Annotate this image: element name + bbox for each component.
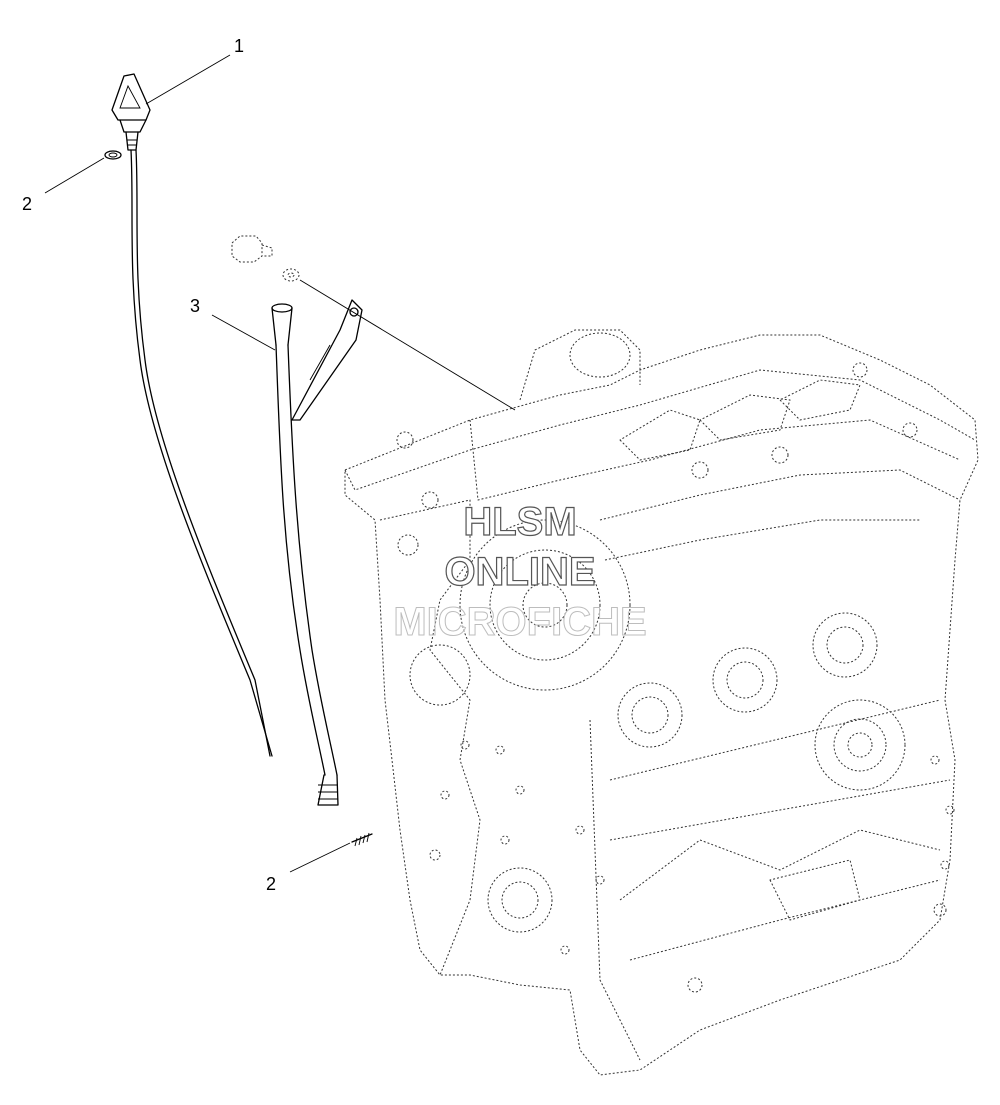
- o-ring-upper: [104, 150, 122, 160]
- watermark: HLSM ONLINE MICROFICHE: [393, 499, 647, 644]
- leader-line-2-lower: [289, 842, 351, 873]
- alignment-line: [299, 279, 516, 411]
- watermark-line-3: MICROFICHE: [393, 600, 646, 644]
- watermark-line-1: HLSM: [463, 500, 576, 544]
- callout-1: 1: [234, 36, 244, 56]
- dipstick-tube: [271, 299, 363, 806]
- leader-line-1: [145, 54, 231, 105]
- callout-2-lower: 2: [266, 874, 276, 894]
- bolt: [231, 235, 273, 263]
- washer: [282, 268, 300, 282]
- dipstick: [111, 73, 273, 757]
- callout-2-upper: 2: [22, 194, 32, 214]
- leader-line-2-upper: [44, 157, 105, 194]
- callout-3: 3: [190, 296, 200, 316]
- engine-block: [344, 329, 979, 1076]
- leader-line-3: [211, 314, 276, 351]
- watermark-line-2: ONLINE: [444, 550, 595, 594]
- o-ring-lower: [351, 832, 373, 847]
